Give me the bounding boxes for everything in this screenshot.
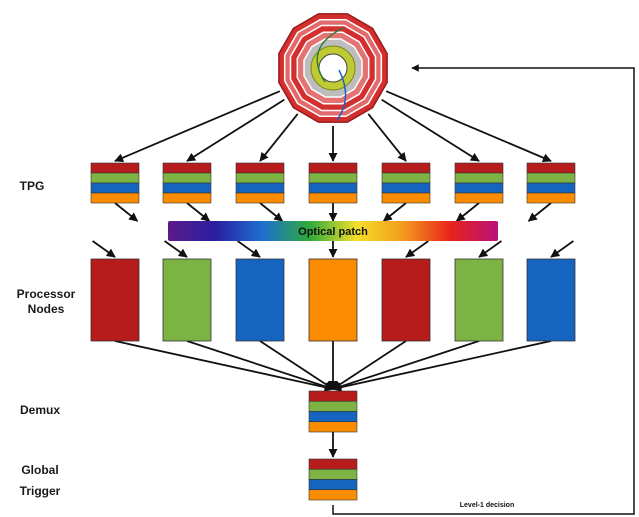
red-stripe (527, 163, 575, 173)
tpg-row (91, 163, 575, 203)
blue-stripe (309, 480, 357, 490)
global-trigger-block (309, 459, 357, 500)
red-stripe (163, 163, 211, 173)
level1-decision-label: Level-1 decision (460, 502, 514, 509)
tpg-block (382, 163, 430, 203)
optical-patch-band: Optical patch (168, 221, 498, 241)
red-stripe (309, 459, 357, 469)
processor-node (163, 259, 211, 341)
processor-to-demux-arrow (187, 341, 333, 389)
blue-stripe (455, 183, 503, 193)
tpg-block (236, 163, 284, 203)
orange-stripe (455, 193, 503, 203)
processor-node (382, 259, 430, 341)
green-stripe (527, 173, 575, 183)
detector-icon (279, 14, 387, 122)
orange-stripe (382, 193, 430, 203)
tpg-to-patch-arrow (260, 203, 282, 221)
blue-stripe (236, 183, 284, 193)
detector-to-tpg-arrow (115, 91, 280, 161)
tpg-block (163, 163, 211, 203)
tpg-block (309, 163, 357, 203)
processor-to-demux-arrow (115, 341, 333, 389)
orange-stripe (309, 422, 357, 432)
patch-to-processor-arrow (479, 241, 501, 257)
tpg-label: TPG (20, 179, 45, 193)
tpg-to-patch-arrow (384, 203, 406, 221)
detector-to-tpg-arrow (187, 100, 284, 161)
patch-to-processor-arrow (165, 241, 187, 257)
green-stripe (455, 173, 503, 183)
processor-label-line1: Processor (17, 287, 76, 301)
detector-to-tpg-arrow (386, 91, 551, 161)
red-stripe (309, 163, 357, 173)
processor-label-line2: Nodes (28, 302, 65, 316)
orange-stripe (163, 193, 211, 203)
tpg-to-patch-arrow (115, 203, 137, 221)
patch-to-processor-arrow (238, 241, 260, 257)
blue-stripe (527, 183, 575, 193)
green-stripe (382, 173, 430, 183)
processor-to-demux-arrow (333, 341, 479, 389)
tpg-to-patch-arrow (187, 203, 209, 221)
processor-node (455, 259, 503, 341)
green-stripe (309, 469, 357, 479)
processor-node (91, 259, 139, 341)
orange-stripe (309, 193, 357, 203)
green-stripe (309, 173, 357, 183)
detector-to-tpg-arrow (260, 114, 298, 161)
tpg-to-patch-arrow (529, 203, 551, 221)
optical-patch-label: Optical patch (298, 226, 368, 238)
processor-nodes-row (91, 259, 575, 341)
orange-stripe (309, 490, 357, 500)
red-stripe (309, 391, 357, 401)
tpg-block (91, 163, 139, 203)
detector-to-tpg-arrow (368, 114, 406, 161)
blue-stripe (382, 183, 430, 193)
demux-block (309, 391, 357, 432)
detector-to-tpg-arrow (382, 100, 479, 161)
red-stripe (455, 163, 503, 173)
red-stripe (236, 163, 284, 173)
demux-stack (309, 391, 357, 432)
demux-label: Demux (20, 403, 60, 417)
global-trigger-label-line2: Trigger (20, 484, 61, 498)
processor-to-demux-arrow (333, 341, 551, 389)
tpg-to-patch-arrow (457, 203, 479, 221)
tpg-block (455, 163, 503, 203)
blue-stripe (163, 183, 211, 193)
global-trigger-label-line1: Global (21, 463, 58, 477)
patch-to-processor-arrow (406, 241, 428, 257)
blue-stripe (91, 183, 139, 193)
processor-node (236, 259, 284, 341)
orange-stripe (91, 193, 139, 203)
orange-stripe (236, 193, 284, 203)
patch-to-processor-arrow (93, 241, 115, 257)
red-stripe (382, 163, 430, 173)
red-stripe (91, 163, 139, 173)
green-stripe (236, 173, 284, 183)
orange-stripe (527, 193, 575, 203)
green-stripe (309, 401, 357, 411)
blue-stripe (309, 183, 357, 193)
processor-node (309, 259, 357, 341)
patch-to-processor-arrow (551, 241, 573, 257)
blue-stripe (309, 412, 357, 422)
global-trigger-stack (309, 459, 357, 500)
green-stripe (91, 173, 139, 183)
processor-node (527, 259, 575, 341)
green-stripe (163, 173, 211, 183)
tpg-block (527, 163, 575, 203)
